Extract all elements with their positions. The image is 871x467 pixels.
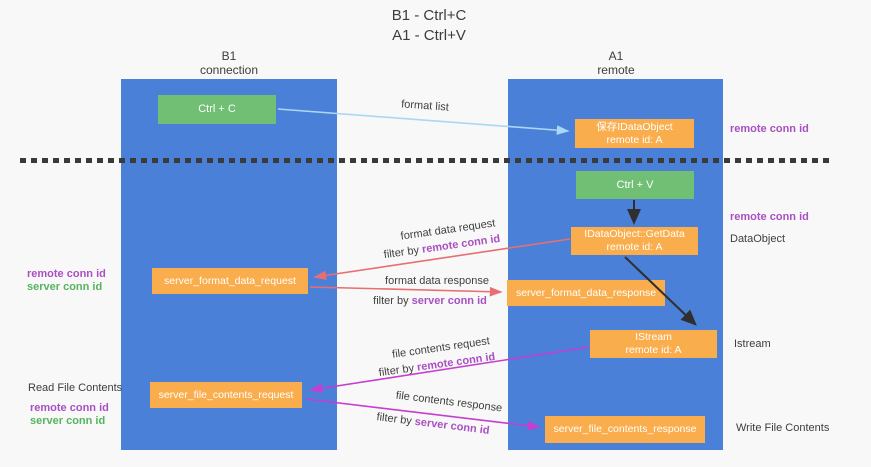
filter-by-text: filter by [373,295,412,307]
lifeline-header-a1: A1 remote [546,49,686,77]
ctrl-c-label: Ctrl + C [198,103,236,115]
lifeline-b1-role: connection [199,63,259,77]
annotation-write-file-contents: Write File Contents [736,422,830,434]
filter-by-text: filter by [383,243,423,262]
annotation-istream: Istream [734,338,771,350]
server-conn-id-text: server conn id [414,415,491,437]
label-format-data-response: format data response [385,275,489,287]
save-idataobject-line2: remote id: A [606,133,663,146]
ctrl-v-box: Ctrl + V [576,171,694,199]
server-file-contents-response-box: server_file_contents_response [545,416,705,443]
save-idataobject-box: 保存IDataObject remote id: A [575,119,694,148]
annotation-remote-conn-id-top: remote conn id [730,123,809,135]
filter-by-text: filter by [375,411,416,428]
arrow-format-data-response [309,286,503,297]
ctrl-c-box: Ctrl + C [158,95,276,124]
title-line-2: A1 - Ctrl+V [392,27,466,44]
annotation-remote-conn-id-mid: remote conn id [730,211,809,223]
getdata-line2: remote id: A [606,241,663,253]
idataobject-getdata-box: IDataObject::GetData remote id: A [571,227,698,255]
server-format-data-request-box: server_format_data_request [152,268,308,294]
server-conn-id-text: server conn id [411,295,487,307]
annotation-dataobject: DataObject [730,233,786,245]
lifeline-header-b1: B1 connection [159,49,299,77]
label-format-response-filter: filter by server conn id [373,295,487,307]
lifeline-a1-role: remote [597,63,635,77]
phase-separator-dashed-line [20,158,832,163]
server-format-data-response-label: server_format_data_response [515,286,657,299]
annotation-left-server-conn-id-1: server conn id [27,281,103,293]
istream-line1: IStream [635,331,672,343]
annotation-read-file-contents: Read File Contents [28,382,123,394]
save-idataobject-line1: 保存IDataObject [596,120,673,133]
server-format-data-response-box: server_format_data_response [507,280,665,306]
server-file-contents-response-label: server_file_contents_response [553,423,697,435]
server-format-data-request-label: server_format_data_request [164,274,296,287]
server-file-contents-request-label: server_file_contents_request [158,388,294,401]
annotation-left-remote-conn-id-2: remote conn id [30,402,109,414]
label-format-list: format list [400,98,450,114]
annotation-left-server-conn-id-2: server conn id [30,415,106,427]
label-file-contents-response: file contents response [395,389,503,415]
server-file-contents-request-box: server_file_contents_request [150,382,302,408]
diagram-title: B1 - Ctrl+C A1 - Ctrl+V [279,6,579,46]
ctrl-v-label: Ctrl + V [616,178,654,191]
lifeline-a1-name: A1 [608,49,624,63]
label-file-response-filter: filter by server conn id [376,411,490,437]
annotation-left-remote-conn-id-1: remote conn id [27,268,106,280]
istream-box: IStream remote id: A [590,330,717,358]
istream-line2: remote id: A [625,344,682,356]
getdata-line1: IDataObject::GetData [584,228,685,240]
filter-by-text: filter by [378,361,418,380]
title-line-1: B1 - Ctrl+C [391,7,467,24]
lifeline-b1-name: B1 [221,49,237,63]
